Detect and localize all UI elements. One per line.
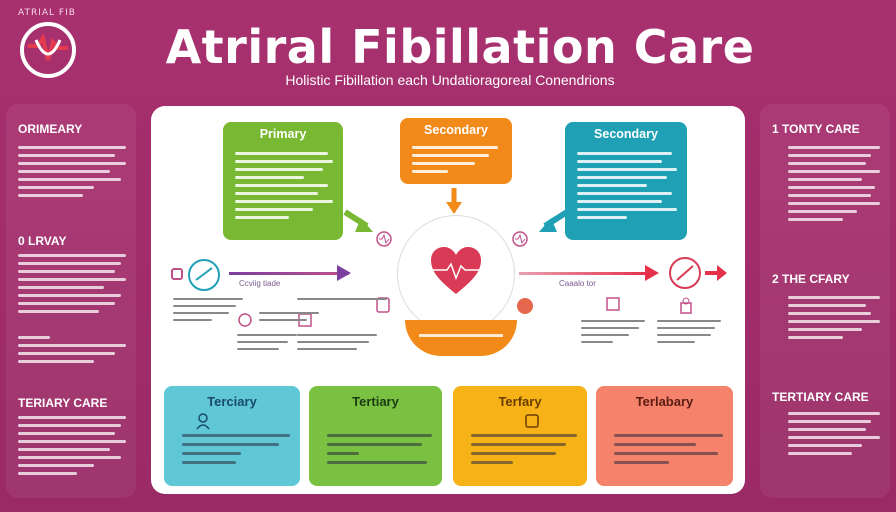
mid-left-note-2 (297, 298, 387, 305)
left-flow-line (229, 272, 349, 275)
right-flow-arrow-icon (645, 265, 659, 281)
pill-box-icon (525, 414, 539, 428)
secondary-center-card: Secondary (400, 118, 512, 184)
tertiary-card-1-label: Terciary (207, 394, 257, 409)
tertiary-card-1-text (182, 434, 290, 470)
logo-icon (20, 22, 76, 78)
arrow-secondary-icon (446, 188, 462, 214)
mid-right-note-2 (657, 320, 721, 348)
right-heading-2: 2 THE CFARY (772, 272, 850, 286)
tertiary-card-2-text (327, 434, 432, 470)
hand-icon (171, 268, 183, 280)
left-flow-label: Ccviig tiade (239, 279, 281, 288)
right-text-block-3 (788, 412, 880, 460)
secondary-center-label: Secondary (424, 123, 488, 137)
left-text-block-3 (18, 336, 126, 368)
left-flow-arrow-icon (337, 265, 351, 281)
primary-card: Primary (223, 122, 343, 240)
tertiary-card-3-label: Terfary (498, 394, 542, 409)
tertiary-card-4: Terlabary (596, 386, 733, 486)
main-panel: Primary Secondary Secondary Ccviig t (151, 106, 745, 494)
doctor-icon (196, 413, 210, 430)
right-sidebar: 1 TONTY CARE 2 THE CFARY TERTIARY CARE (760, 104, 890, 498)
secondary-right-label: Secondary (594, 127, 658, 141)
heart-icon (431, 247, 481, 294)
pulse-right-icon (512, 231, 528, 247)
mid-left-note-4 (297, 334, 377, 355)
tertiary-card-1: Terciary (164, 386, 300, 486)
arrow-primary-icon (343, 209, 373, 232)
right-text-block-1 (788, 146, 880, 226)
left-heading-2: 0 LRVAY (18, 234, 67, 248)
primary-card-label: Primary (259, 127, 307, 141)
center-base (405, 320, 517, 356)
tertiary-card-4-text (614, 434, 723, 470)
logo-text: ATRIAL FIB (18, 8, 76, 18)
left-heading-3: TERIARY CARE (18, 396, 108, 410)
tertiary-card-2: Tertiary (309, 386, 442, 486)
tertiary-card-2-label: Tertiary (352, 394, 399, 409)
right-heading-1: 1 TONTY CARE (772, 122, 860, 136)
secondary-right-text (577, 152, 677, 224)
left-text-block-2 (18, 254, 126, 318)
tertiary-card-3: Terfary (453, 386, 587, 486)
tertiary-card-4-label: Terlabary (635, 394, 694, 409)
tertiary-card-3-text (471, 434, 577, 470)
secondary-center-text (412, 146, 502, 178)
right-flow-line (519, 272, 649, 275)
right-flow-label: Caaalo tor (559, 279, 596, 288)
page-title: Atriral Fibillation Care (165, 20, 755, 74)
arrow-secondary-right-icon (539, 209, 569, 232)
left-text-block-4 (18, 416, 126, 480)
left-text-block-1 (18, 146, 126, 202)
pill-icon (517, 298, 533, 314)
right-heading-3: TERTIARY CARE (772, 390, 869, 404)
pulse-left-icon (376, 231, 392, 247)
lock-icon (680, 297, 692, 314)
mid-right-note-1 (581, 320, 645, 348)
right-text-block-2 (788, 296, 880, 344)
secondary-right-card: Secondary (565, 122, 687, 240)
far-right-arrow-icon (705, 265, 727, 281)
left-sidebar: ORIMEARY 0 LRVAY TERIARY CARE (6, 104, 136, 498)
note-icon (606, 297, 620, 311)
left-heading-1: ORIMEARY (18, 122, 83, 136)
mid-left-note-1 (259, 312, 319, 326)
primary-card-text (235, 152, 333, 224)
left-note-text (173, 298, 243, 326)
mid-left-note-3 (237, 334, 297, 355)
monitor-icon (238, 313, 252, 327)
clipboard-icon (669, 257, 701, 289)
stethoscope-icon (188, 259, 220, 291)
page-subtitle: Holistic Fibillation each Undatioragorea… (285, 72, 615, 88)
